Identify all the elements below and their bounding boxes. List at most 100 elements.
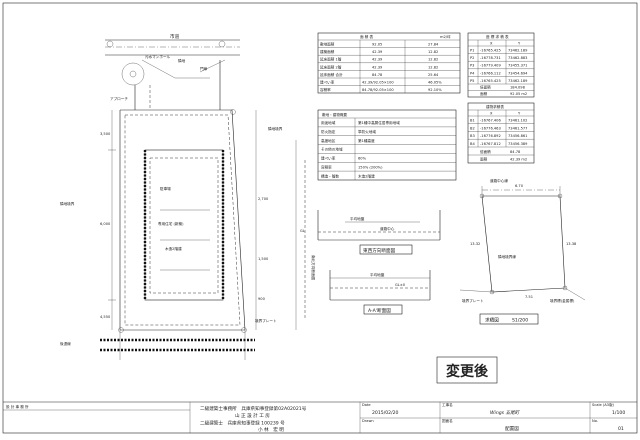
- section-a: 平均地盤 GL±0 A-A'断面図: [329, 270, 431, 315]
- coord1-header-x: X: [490, 42, 493, 46]
- coord2-area-value: 42.39 m2: [510, 158, 527, 162]
- coord-table-2: 建物求積表 X Y B1 -16767.406 73461.102 B2 -16…: [467, 102, 535, 164]
- architect-line: 二級建築士 兵庫県知事登録 100239 号: [200, 420, 285, 427]
- date-label: Date: [362, 403, 371, 407]
- area-row-v2: 27.84: [428, 43, 439, 47]
- area-row-v1: 42.39/92.05×100: [362, 81, 394, 85]
- boundary-label: 境界プレート: [462, 298, 484, 303]
- section-north-caption: 南北方向断面図: [311, 255, 316, 281]
- sheet-border: [2, 2, 638, 434]
- dim-3: 4,550: [100, 315, 111, 319]
- area-table-title: 面 積 表: [360, 34, 373, 39]
- coord2-sum-value: 84.78: [510, 150, 521, 154]
- neighbor-left-label: 隣地境界: [60, 201, 75, 206]
- area-row-v2: 12.82: [428, 50, 438, 54]
- coord2-cell: -16776.463: [480, 126, 501, 130]
- boundary-plan: 6.70 13.38 7.51 13.32 道路中心線 隣地境界線 境界プレート…: [459, 178, 586, 325]
- zoning-row-label: 容積率: [321, 164, 332, 169]
- coord-table-1: 座 標 求 積 表 X Y P1 -16765.425 73462.189 P2…: [467, 32, 535, 98]
- coord1-sum-value: 184.098: [510, 86, 526, 90]
- coord1-cell: 73462.189: [508, 49, 528, 53]
- area-row-v1: 42.39: [372, 58, 383, 62]
- dim-1: 3,500: [100, 132, 111, 136]
- boundary-caption: 求積図: [485, 317, 499, 324]
- drawing-name-label: 図面名: [442, 418, 453, 423]
- section-a-caption: A-A'断面図: [368, 307, 391, 314]
- zoning-row-value: 150% (200%): [358, 165, 383, 169]
- coord1-area-label: 面積: [480, 91, 488, 96]
- date-value: 2015/02/20: [372, 410, 399, 416]
- office-label: 設 計 事 務 所: [6, 404, 29, 409]
- zoning-row-label: 建ぺい率: [321, 156, 336, 161]
- boundary-polygon: [481, 195, 566, 293]
- zoning-row-label: 用途地域: [321, 120, 336, 125]
- boundary-marker-icon: [218, 40, 226, 48]
- coord2-sum-label: 倍面積: [480, 149, 491, 154]
- boundary-dim: 7.51: [525, 295, 533, 299]
- area-row-v2: 12.82: [428, 58, 438, 62]
- sheet-no: 01: [618, 426, 624, 432]
- boundary-dim: 13.38: [566, 242, 577, 246]
- area-row-label: 敷地面積: [320, 42, 335, 47]
- coord1-title: 座 標 求 積 表: [486, 34, 509, 39]
- coord2-header-x: X: [490, 112, 493, 116]
- manhole-icon: [121, 62, 145, 86]
- title-block: 設 計 事 務 所 二級建築士事務所 兵庫県知事登録第02A02021号 山 正…: [3, 401, 637, 433]
- road-label: 市道: [170, 33, 180, 40]
- building-main-label: 木造2階建: [165, 246, 182, 251]
- zoning-title: 敷地・建物概要: [322, 112, 348, 117]
- coord1-cell: P1: [470, 49, 474, 53]
- zoning-row-label: 高度地区: [321, 138, 336, 143]
- dim-5: 1,500: [258, 257, 269, 261]
- dim-6: 900: [258, 297, 266, 301]
- approach-label: アプローチ: [110, 96, 128, 101]
- office-line1: 二級建築士事務所 兵庫県知事登録第02A02021号: [200, 405, 307, 412]
- coord1-cell: -16765.425: [480, 49, 501, 53]
- boundary-dim: 13.32: [470, 242, 480, 246]
- coord2-area-label: 面積: [480, 157, 488, 162]
- coord2-cell: B1: [470, 119, 475, 123]
- site-plan: 市道 隣地 汚水マンホール 門扉 アプローチ 専用住宅 (新築) 木造2階建 駐…: [60, 33, 283, 360]
- boundary-label: 境界標(金属標): [550, 298, 575, 303]
- manhole-label: 汚水マンホール: [145, 54, 171, 59]
- area-row-v2: 92.10%: [428, 88, 442, 92]
- coord2-cell: B2: [470, 126, 475, 130]
- area-row-v2: 12.82: [428, 65, 438, 69]
- area-row-label: 延床面積 合計: [320, 72, 343, 77]
- section-a-label: 平均地盤: [370, 272, 385, 277]
- house-new-label: 専用住宅 (新築): [158, 221, 184, 226]
- area-row-v1: 42.39: [372, 50, 383, 54]
- coord1-cell: 73462.883: [508, 56, 527, 60]
- project-name-label: 工事名: [442, 402, 453, 407]
- neighbor-top-label: 隣地: [178, 58, 186, 63]
- drawing-name: 配置図: [505, 426, 519, 432]
- area-table: 面 積 表 m2/坪 敷地面積 92.05 27.84 建築面積 42.39 1…: [317, 32, 461, 94]
- coord1-cell: P3: [470, 64, 474, 68]
- area-row-v2: 46.05%: [428, 81, 442, 85]
- coord2-cell: B3: [470, 134, 475, 138]
- area-row-label: 建築面積: [320, 49, 335, 54]
- coord1-cell: -16765.425: [480, 79, 501, 83]
- drawn-label: Drawn: [362, 419, 374, 423]
- zoning-row-label: その他の地域: [321, 147, 343, 152]
- coord2-cell: B4: [470, 142, 475, 146]
- section-east-label: GL: [300, 229, 305, 233]
- coord2-cell: -16767.812: [480, 142, 501, 146]
- boundary-dim: 6.70: [515, 184, 524, 188]
- boundary-label: 道路中心線: [490, 178, 508, 183]
- boundary-scale: S1/200: [512, 318, 528, 324]
- zoning-row-value: 木造2階建: [358, 173, 375, 178]
- area-table-unit: m2/坪: [440, 34, 451, 39]
- section-east-label: 平均地盤: [350, 216, 365, 221]
- dim-2: 6,000: [100, 222, 111, 226]
- area-row-label: 延床面積 2階: [320, 64, 342, 69]
- area-row-label: 建ぺい率: [320, 80, 335, 85]
- parking-label: 駐車場: [160, 186, 171, 191]
- zoning-row-value: 準防火地域: [358, 129, 376, 134]
- coord2-cell: 73461.577: [508, 126, 527, 130]
- coord1-cell: 73462.189: [508, 79, 528, 83]
- coord2-title: 建物求積表: [486, 104, 504, 109]
- area-row-label: 容積率: [320, 87, 331, 92]
